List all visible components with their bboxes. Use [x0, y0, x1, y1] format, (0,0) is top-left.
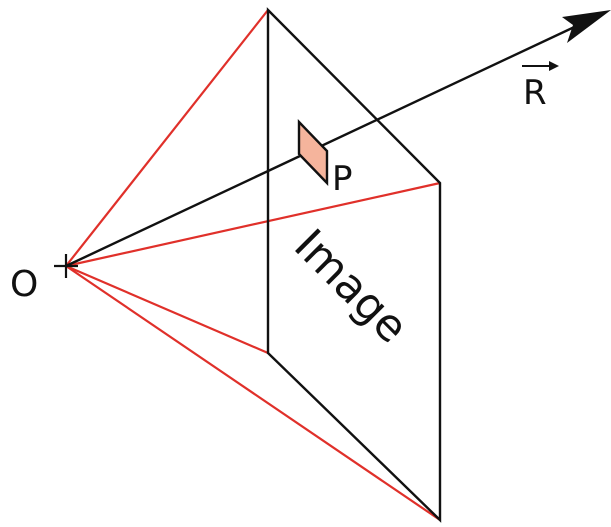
- frustum-line-bottom-left: [65, 264, 269, 355]
- origin-label: O: [10, 264, 38, 305]
- frustum-line-top-left: [65, 9, 269, 267]
- frustum-lines: [65, 9, 441, 521]
- ray-vector-arrow: [522, 61, 559, 71]
- frustum-line-bottom-right: [65, 265, 441, 521]
- image-plane-label: Image: [284, 220, 418, 354]
- image-plane: [266, 7, 442, 523]
- ray-label: R: [523, 73, 547, 113]
- ray-arrowhead: [562, 10, 611, 43]
- ray-line: [65, 20, 586, 268]
- pixel-p: [297, 119, 329, 186]
- frustum-line-top-right: [65, 181, 441, 268]
- origin-marker: [54, 254, 78, 278]
- point-label: P: [332, 159, 353, 199]
